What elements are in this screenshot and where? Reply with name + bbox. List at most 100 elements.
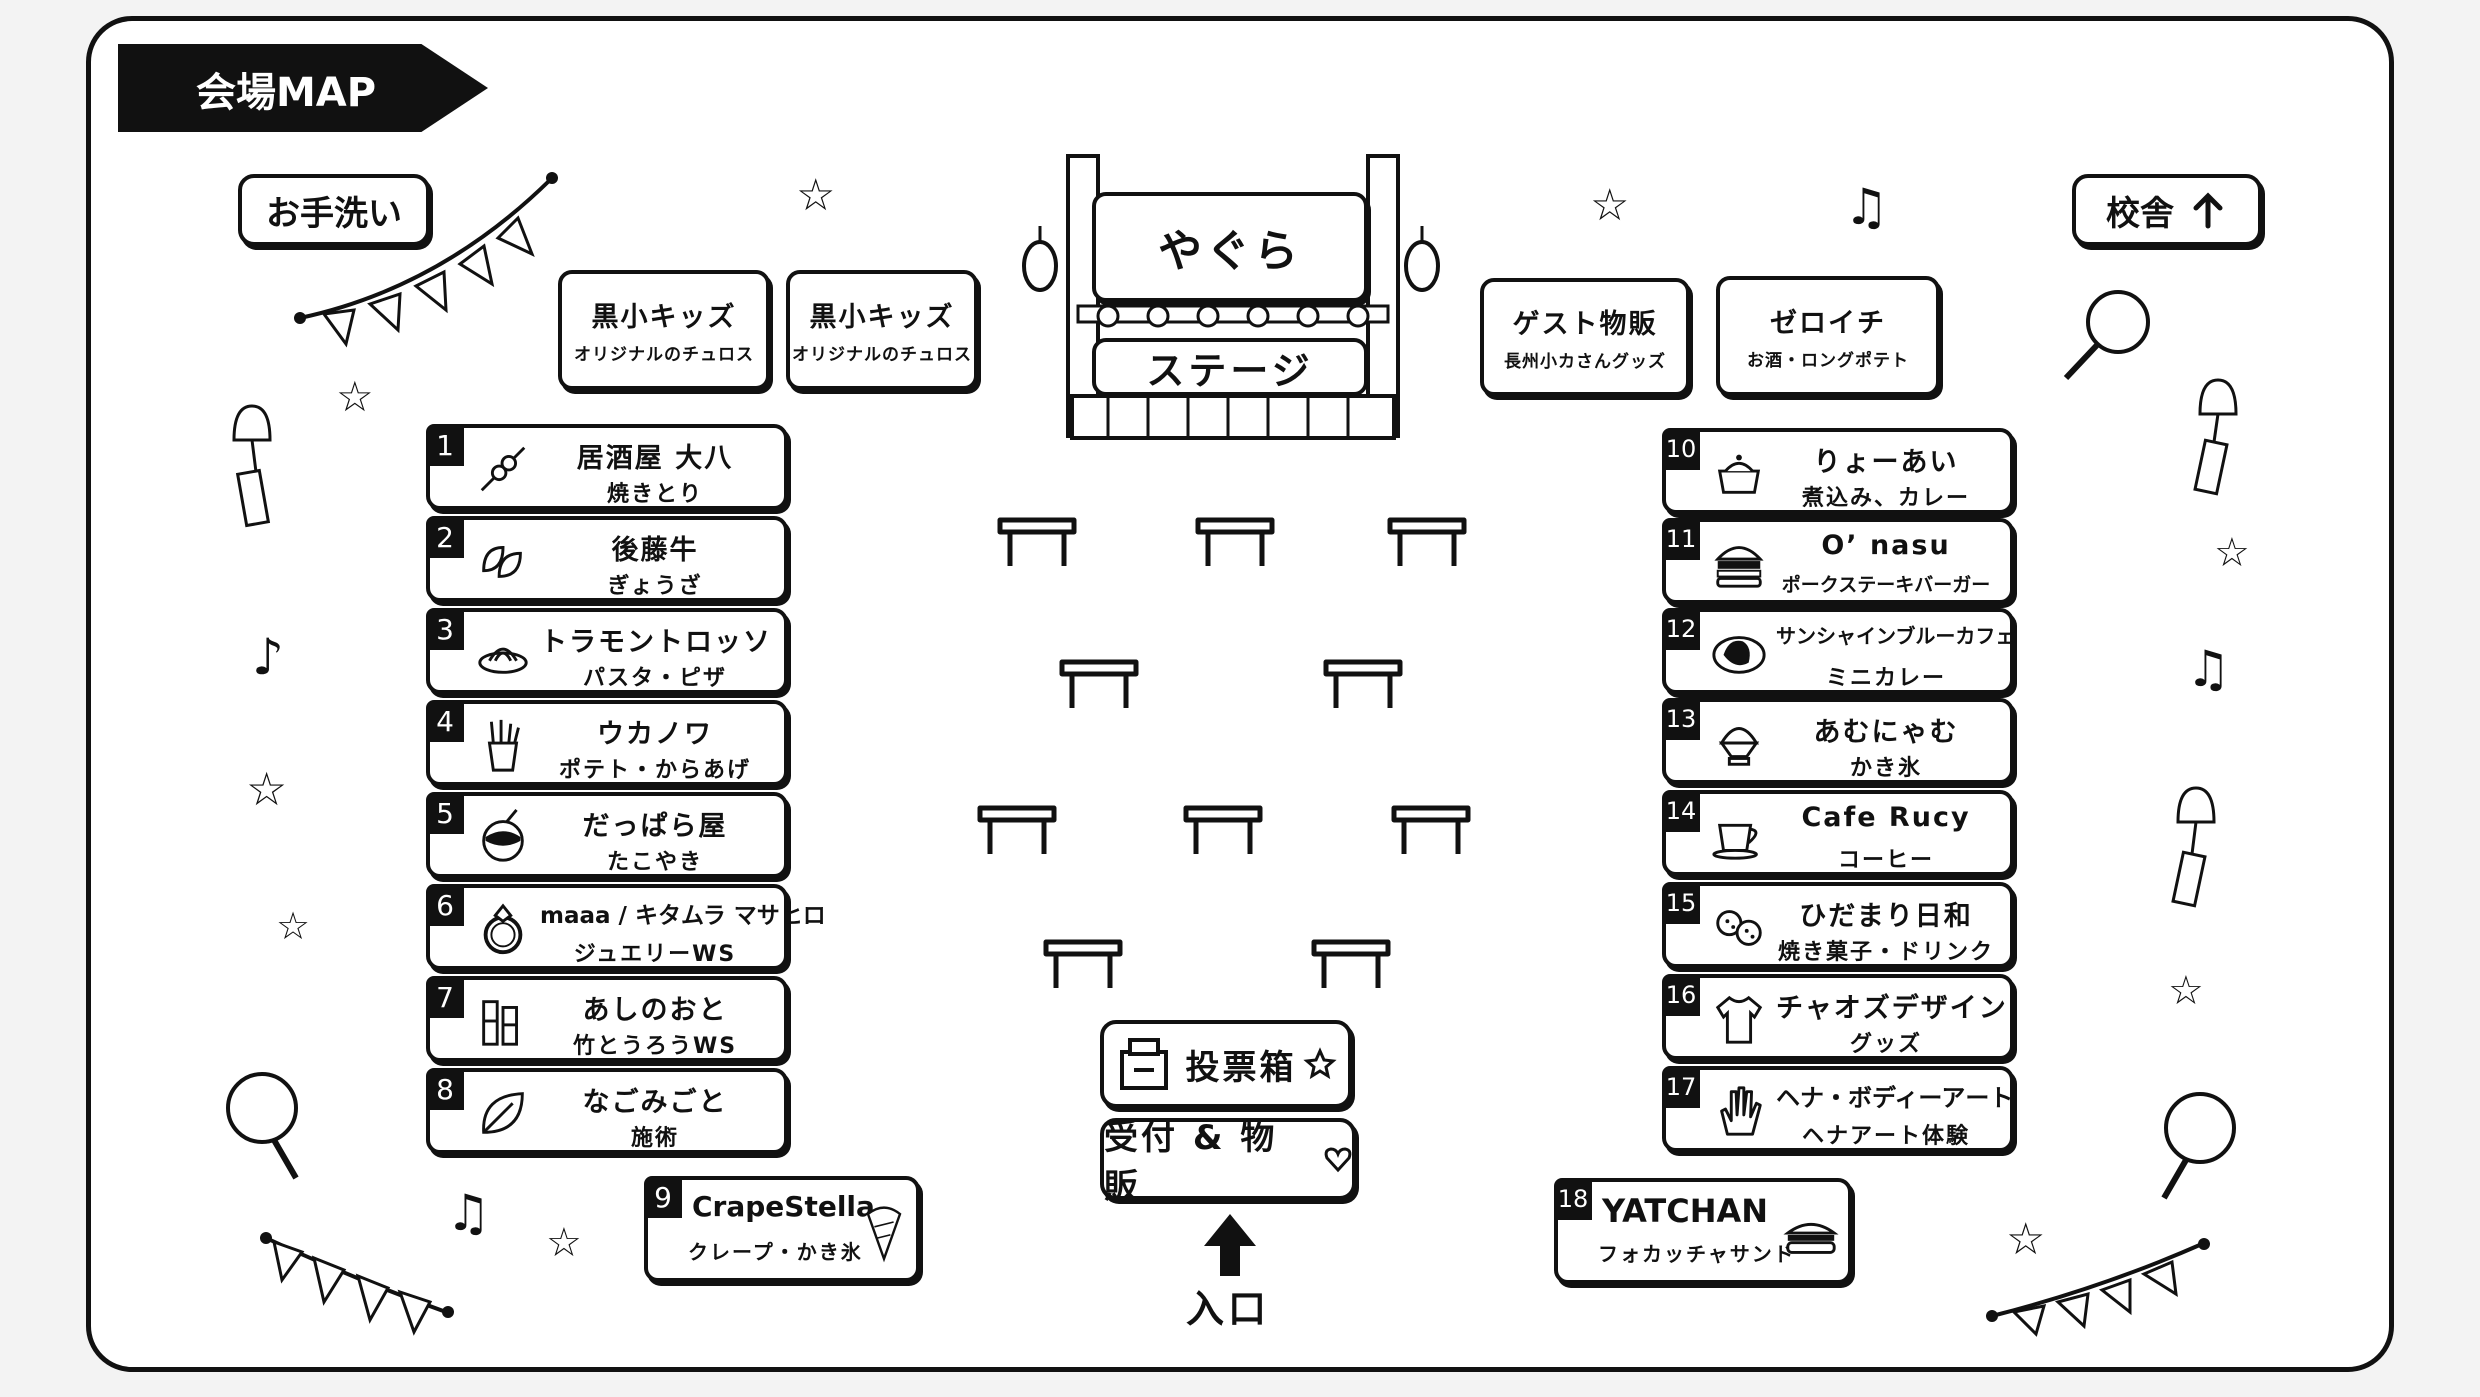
vendor-11[interactable]: 11 O’ nasu ポークステーキバーガー <box>1662 518 2014 604</box>
vendor-5-desc: たこやき <box>606 850 703 875</box>
entrance-arrow-icon <box>1204 1214 1256 1276</box>
vendor-7[interactable]: 7 あしのおと 竹とうろうWS <box>426 976 788 1062</box>
vendor-15[interactable]: 15 ひだまり日和 焼き菓子・ドリンク <box>1662 882 2014 968</box>
vendor-8-number: 8 <box>426 1068 464 1110</box>
vendor-16-number: 16 <box>1662 974 1700 1016</box>
vendor-2[interactable]: 2 後藤牛 ぎょうざ <box>426 516 788 602</box>
top-booth-1-desc: オリジナルのチュロス <box>574 345 754 365</box>
star-icon: ☆ <box>1590 180 1630 231</box>
star-icon: ☆ <box>796 170 836 221</box>
vendor-14[interactable]: 14 Cafe Rucy コーヒー <box>1662 790 2014 876</box>
reception-label: 受付 & 物販 <box>1104 1118 1278 1207</box>
top-booth-1[interactable]: 黒小キッズ オリジナルのチュロス <box>558 270 770 390</box>
stage-bottom-panel: ステージ <box>1092 338 1368 396</box>
map-title-tab: 会場MAP <box>118 44 488 132</box>
music-note-icon: ♪ <box>252 628 284 686</box>
bunting-bottom-left-icon <box>260 1232 454 1336</box>
star-icon: ☆ <box>336 372 374 421</box>
vendor-18[interactable]: 18 YATCHAN フォカッチャサンド <box>1554 1178 1852 1284</box>
vendor-12-number: 12 <box>1662 608 1700 650</box>
music-note-icon: ♫ <box>1844 178 1889 236</box>
vendor-8-name: なごみごと <box>582 1087 728 1118</box>
vendor-6-desc: ジュエリーWS <box>573 942 737 967</box>
top-booth-3-name: ゲスト物販 <box>1512 309 1658 340</box>
top-booth-4[interactable]: ゼロイチ お酒・ロングポテト <box>1716 276 1940 396</box>
vendor-10[interactable]: 10 りょーあい 煮込み、カレー <box>1662 428 2014 514</box>
ballot-box-label: 投票箱 <box>1185 1047 1297 1088</box>
vendor-1-desc: 焼きとり <box>606 482 703 507</box>
vendor-3-name: トラモントロッソ <box>540 627 772 658</box>
vendor-8[interactable]: 8 なごみごと 施術 <box>426 1068 788 1154</box>
music-note-icon: ♫ <box>446 1184 491 1242</box>
vendor-3-number: 3 <box>426 608 464 650</box>
vendor-1-number: 1 <box>426 424 464 466</box>
burger-icon <box>1714 546 1764 588</box>
top-booth-2-desc: オリジナルのチュロス <box>792 345 972 365</box>
pot-icon <box>1717 454 1761 494</box>
vendor-11-name: O’ nasu <box>1821 530 1951 561</box>
vendor-14-number: 14 <box>1662 790 1700 832</box>
hand-icon <box>1720 1086 1762 1136</box>
top-booth-4-desc: お酒・ロングポテト <box>1747 351 1909 371</box>
vendor-1-name: 居酒屋 大八 <box>576 443 734 474</box>
vendor-17-number: 17 <box>1662 1066 1700 1108</box>
vendor-3[interactable]: 3 トラモントロッソ パスタ・ピザ <box>426 608 788 694</box>
uchiwa-fan-icon <box>226 1072 299 1180</box>
handwash-sign[interactable]: お手洗い <box>238 174 430 246</box>
takoyaki-icon <box>482 809 524 862</box>
vendor-12[interactable]: 12 サンシャインブルーカフェ ミニカレー <box>1662 608 2016 694</box>
top-booth-3[interactable]: ゲスト物販 長州小カさんグッズ <box>1480 278 1690 396</box>
vendor-6[interactable]: 6 maaa / キタムラ マサヒロ ジュエリーWS <box>426 884 826 970</box>
ballot-box-icon <box>1119 1038 1168 1090</box>
vendor-17[interactable]: 17 ヘナ・ボディーアート ヘナアート体験 <box>1662 1066 2014 1152</box>
crepe-icon <box>866 1206 902 1263</box>
vendor-9[interactable]: 9 CrapeStella クレープ・かき氷 <box>644 1176 920 1282</box>
vendor-13-number: 13 <box>1662 698 1700 740</box>
vendor-1[interactable]: 1 居酒屋 大八 焼きとり <box>426 424 788 510</box>
cookies-icon <box>1716 910 1762 946</box>
vendor-5-number: 5 <box>426 792 464 834</box>
vendor-12-name: サンシャインブルーカフェ <box>1776 624 2016 648</box>
vendor-2-desc: ぎょうざ <box>607 574 703 599</box>
vendor-14-desc: コーヒー <box>1837 848 1934 873</box>
fries-icon <box>487 719 520 772</box>
vendor-5-name: だっぱら屋 <box>582 811 728 842</box>
bamboo-icon <box>482 1000 518 1046</box>
coffee-cup-icon <box>1712 823 1758 860</box>
vendor-13[interactable]: 13 あむにゃむ かき氷 <box>1662 698 2014 784</box>
uchiwa-fan-icon <box>2063 290 2150 381</box>
ballot-box[interactable]: 投票箱 <box>1100 1020 1352 1108</box>
entrance-label: 入口 <box>1186 1287 1271 1331</box>
top-booth-3-desc: 長州小カさんグッズ <box>1504 352 1666 372</box>
skewer-icon <box>480 446 526 492</box>
vendor-5[interactable]: 5 だっぱら屋 たこやき <box>426 792 788 878</box>
uchiwa-fan-icon <box>2161 1092 2236 1200</box>
bunting-top-left-icon <box>294 172 558 348</box>
stage-yagura[interactable]: やぐら ステージ <box>1008 154 1448 446</box>
gyoza-icon <box>482 546 522 578</box>
vendor-4-number: 4 <box>426 700 464 742</box>
star-icon <box>1302 1047 1337 1080</box>
bunting-bottom-right-icon <box>1986 1238 2210 1337</box>
reception-box[interactable]: 受付 & 物販 <box>1100 1118 1356 1207</box>
top-booth-2-name: 黒小キッズ <box>809 302 955 333</box>
vendor-9-desc: クレープ・かき氷 <box>688 1240 863 1264</box>
map-title: 会場MAP <box>196 70 377 116</box>
vendor-16[interactable]: 16 チャオズデザイン グッズ <box>1662 974 2014 1060</box>
vendor-4-desc: ポテト・からあげ <box>558 758 751 783</box>
curry-icon <box>1712 636 1766 674</box>
vendor-2-number: 2 <box>426 516 464 558</box>
ring-icon <box>483 903 523 955</box>
vendor-4[interactable]: 4 ウカノワ ポテト・からあげ <box>426 700 788 786</box>
star-icon: ☆ <box>276 904 311 948</box>
vendor-18-name: YATCHAN <box>1602 1192 1769 1230</box>
handwash-label: お手洗い <box>266 193 402 234</box>
vendor-2-name: 後藤牛 <box>611 535 699 566</box>
top-booth-2[interactable]: 黒小キッズ オリジナルのチュロス <box>786 270 978 390</box>
school-building-sign[interactable]: 校舎 <box>2072 174 2262 246</box>
music-note-icon: ♫ <box>2186 640 2231 698</box>
vendor-16-desc: グッズ <box>1849 1032 1922 1057</box>
stage-bottom-label: ステージ <box>1146 348 1314 393</box>
vendor-15-desc: 焼き菓子・ドリンク <box>1777 940 1994 965</box>
vendor-11-number: 11 <box>1662 518 1700 560</box>
